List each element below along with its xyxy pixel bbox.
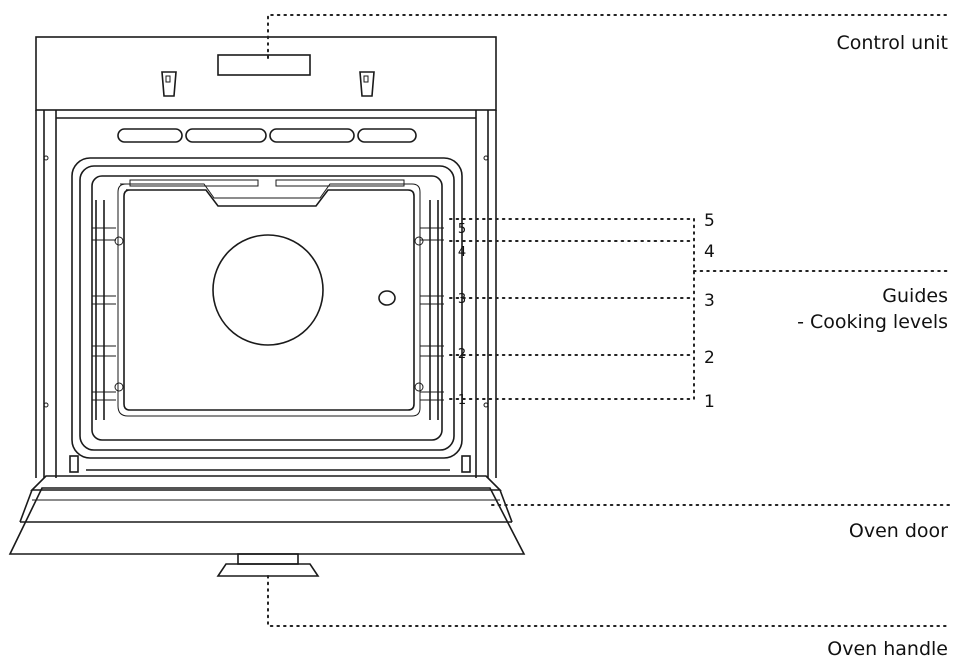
level-number-2: 2 bbox=[704, 348, 715, 368]
callout-labels: Control unit Guides - Cooking levels Ove… bbox=[704, 32, 948, 660]
embossed-level-3: 3 bbox=[458, 292, 466, 307]
vent-slots bbox=[117, 128, 417, 143]
oven-cavity bbox=[71, 157, 463, 459]
control-unit-panel bbox=[35, 36, 497, 111]
embossed-level-1: 1 bbox=[458, 393, 466, 408]
label-cooking-levels: - Cooking levels bbox=[797, 311, 948, 333]
label-oven-handle: Oven handle bbox=[827, 638, 948, 660]
level-number-5: 5 bbox=[704, 211, 715, 231]
left-knob bbox=[161, 71, 177, 97]
label-control-unit: Control unit bbox=[836, 32, 948, 54]
guide-rails bbox=[92, 200, 444, 420]
fan-cover bbox=[212, 234, 324, 346]
embossed-level-5: 5 bbox=[458, 222, 466, 237]
display-window bbox=[217, 54, 311, 76]
oven-lamp bbox=[378, 290, 396, 306]
right-knob bbox=[359, 71, 375, 97]
label-oven-door: Oven door bbox=[849, 520, 948, 542]
level-number-4: 4 bbox=[704, 242, 715, 262]
embossed-level-4: 4 bbox=[458, 245, 466, 260]
oven-handle bbox=[216, 553, 320, 577]
leader-lines bbox=[267, 14, 951, 627]
embossed-level-numbers: 5 4 3 2 1 bbox=[458, 222, 466, 408]
door-hinges bbox=[69, 455, 471, 473]
level-number-1: 1 bbox=[704, 392, 715, 412]
level-number-3: 3 bbox=[704, 291, 715, 311]
embossed-level-2: 2 bbox=[458, 347, 466, 362]
oven-body bbox=[35, 110, 497, 478]
oven-door bbox=[8, 475, 526, 555]
label-guides: Guides bbox=[882, 285, 948, 307]
